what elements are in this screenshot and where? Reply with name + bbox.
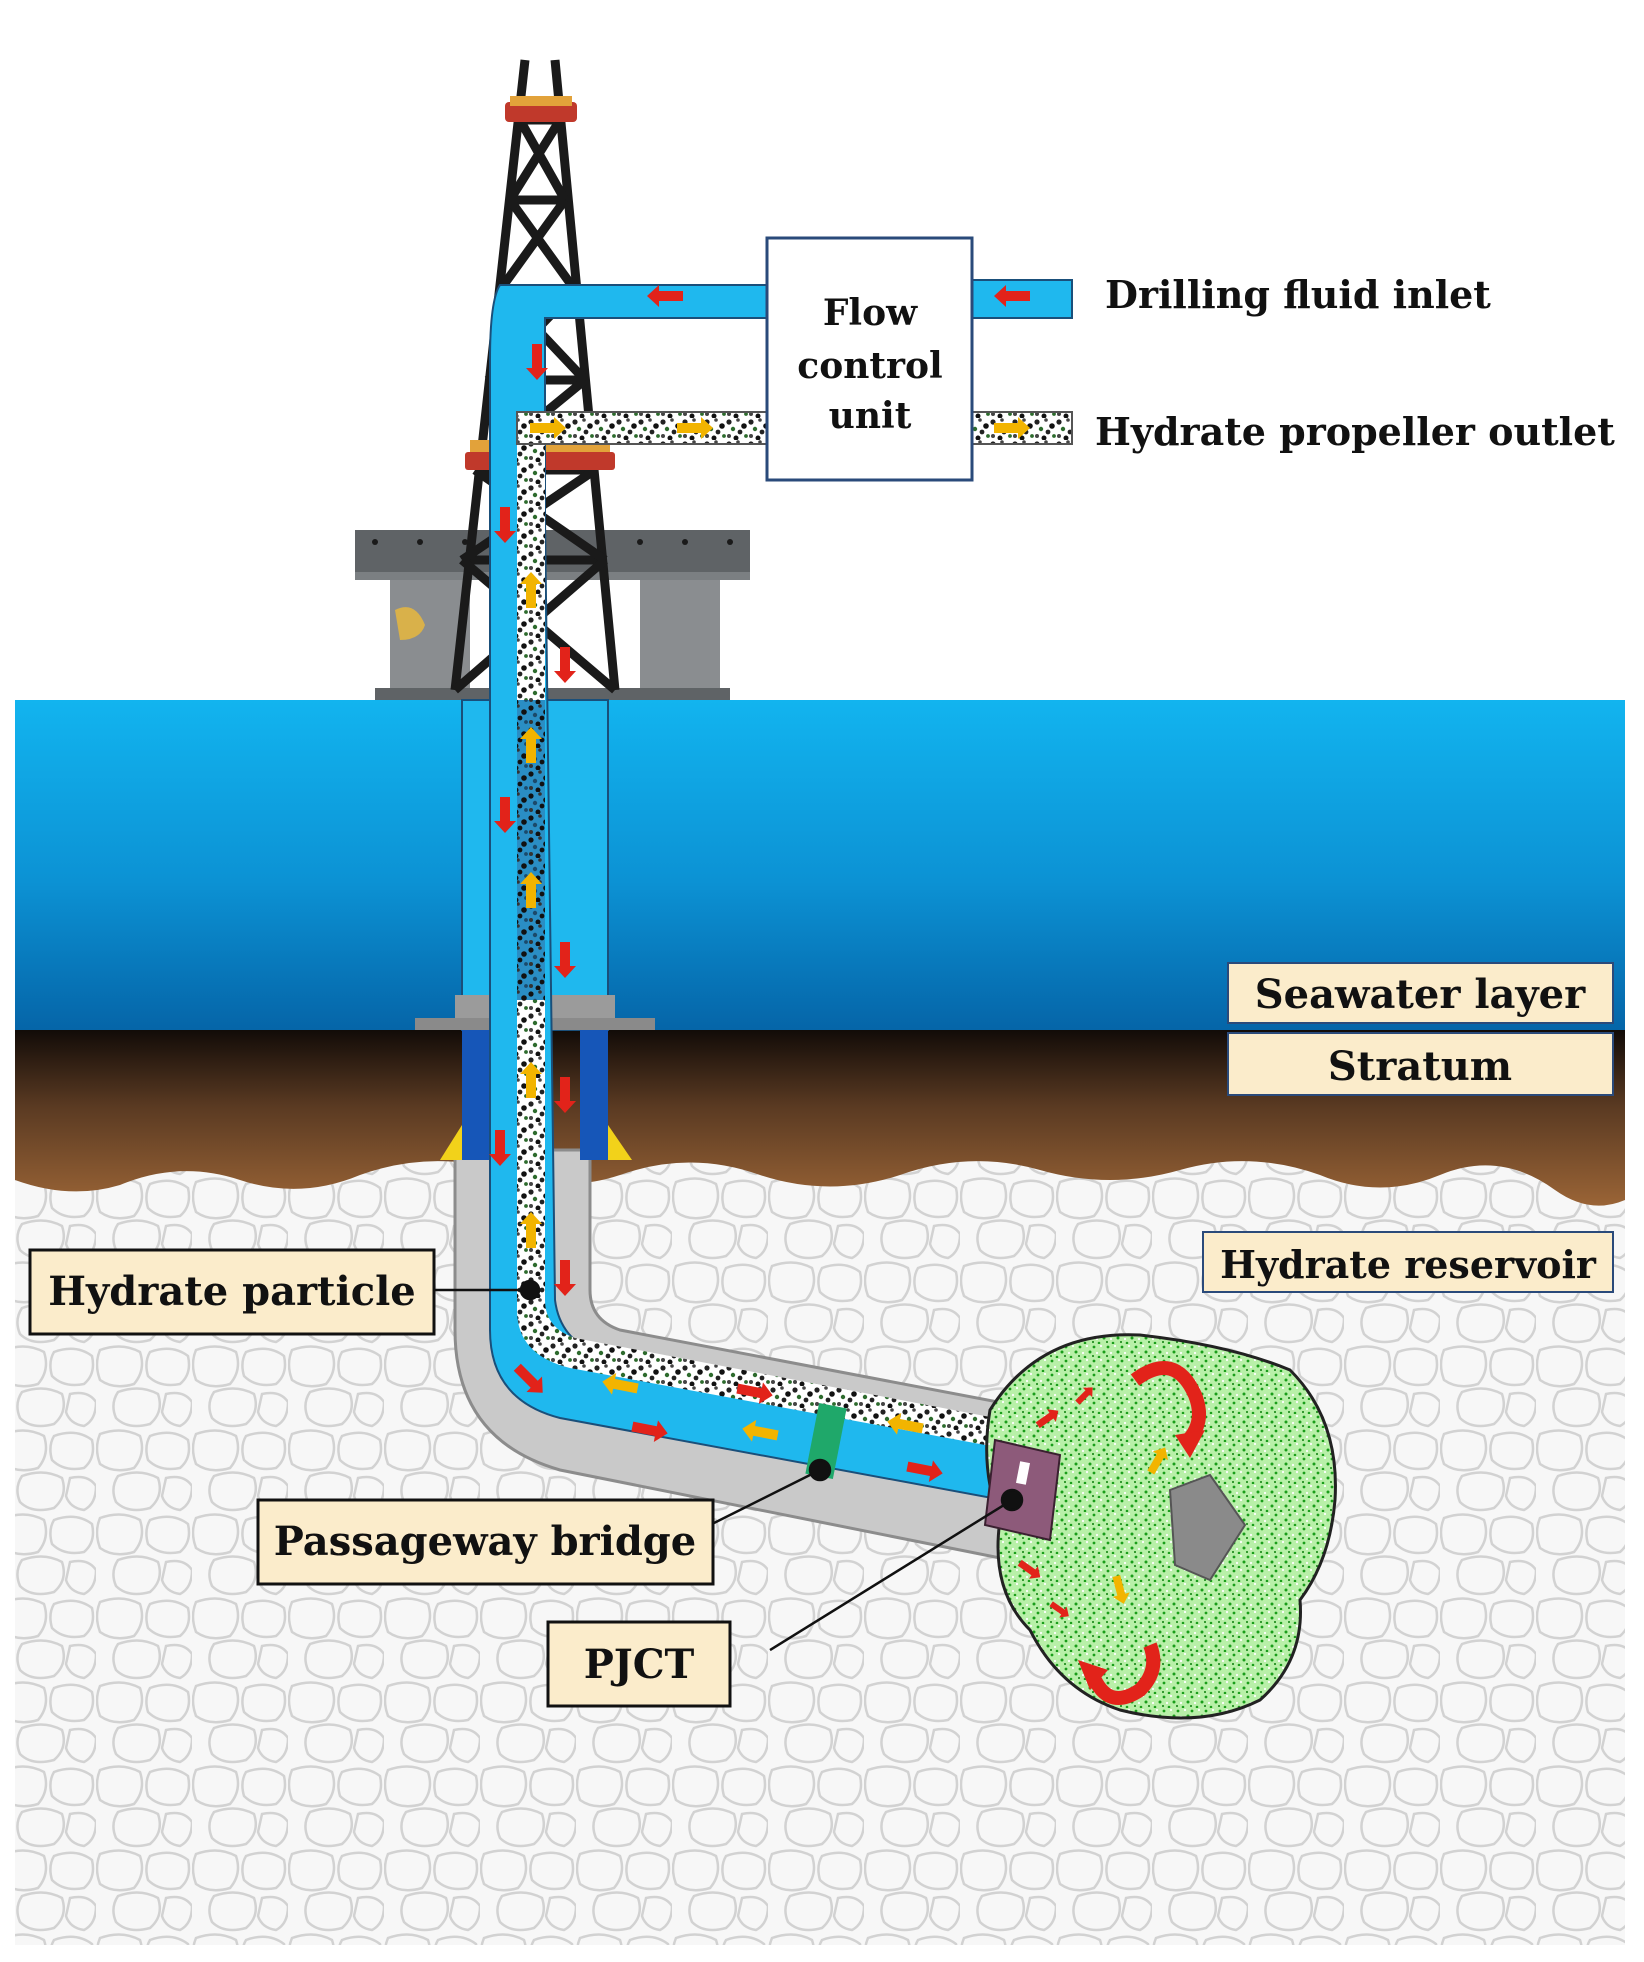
- hydrate-propeller-outlet-label: Hydrate propeller outlet: [1095, 409, 1615, 454]
- stratum-label-box: Stratum: [1227, 1032, 1614, 1096]
- pjct-tool-slit: [1015, 1461, 1031, 1485]
- drilling-fluid-inlet-label: Drilling fluid inlet: [1105, 272, 1491, 317]
- hydrate-reservoir-label-box: Hydrate reservoir: [1202, 1231, 1614, 1293]
- passageway-bridge-label-box: Passageway bridge: [256, 1498, 715, 1586]
- pjct-label-box: PJCT: [546, 1620, 732, 1708]
- flow-control-line2: control: [797, 345, 942, 387]
- pjct-tool: [983, 1438, 1062, 1542]
- reservoir-cavity: [985, 1333, 1337, 1720]
- flow-control-line3: unit: [829, 395, 912, 437]
- stratum-layer: [15, 1025, 1625, 1206]
- hydrate-particle-label: Hydrate particle: [48, 1268, 415, 1315]
- seawater-layer-label: Seawater layer: [1255, 971, 1586, 1018]
- flow-control-unit: Flow control unit: [765, 236, 974, 482]
- hydrate-particle-label-box: Hydrate particle: [28, 1248, 436, 1336]
- stratum-label: Stratum: [1328, 1043, 1512, 1090]
- drill-pipe: [489, 284, 1177, 1532]
- seawater-layer-label-box: Seawater layer: [1227, 962, 1614, 1024]
- passageway-bridge-label: Passageway bridge: [274, 1518, 696, 1565]
- leader-lines: [434, 1279, 1024, 1652]
- pjct-label: PJCT: [584, 1641, 695, 1688]
- hydrate-reservoir-label: Hydrate reservoir: [1220, 1242, 1597, 1287]
- drill-bit: [1168, 1473, 1247, 1582]
- swirl-arrowhead-bottom: [1078, 1660, 1108, 1690]
- swirl-arrowhead-top: [1175, 1430, 1205, 1458]
- cavity-swirl-arrows: [1088, 1361, 1206, 1705]
- flow-control-line1: Flow: [823, 292, 918, 334]
